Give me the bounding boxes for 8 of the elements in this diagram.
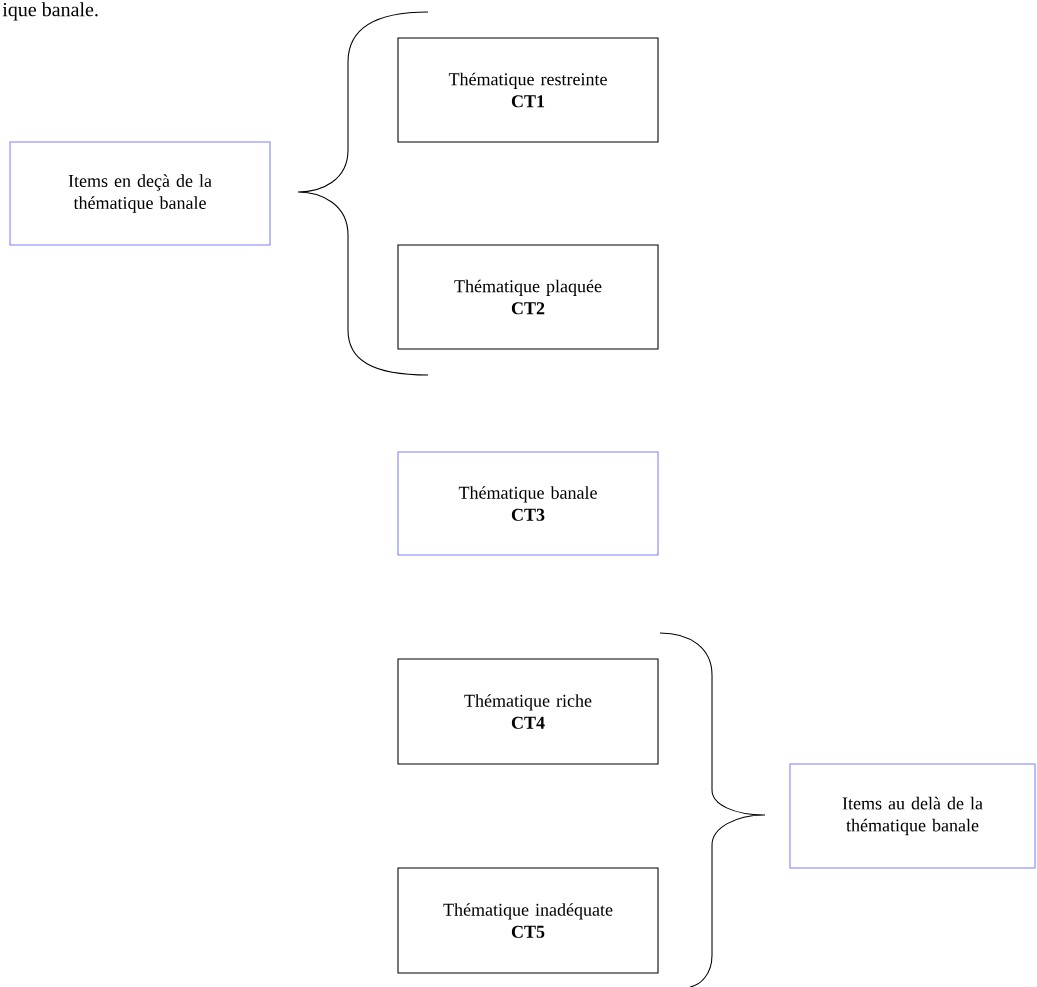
category-box: Thématique plaquée CT2 bbox=[397, 244, 659, 350]
category-box: Thématique banale CT3 bbox=[397, 451, 659, 556]
category-box: Items en deçà de la thématique banale bbox=[9, 141, 271, 246]
category-box: Thématique inadéquate CT5 bbox=[397, 867, 659, 974]
text-fragment: ique banale. bbox=[2, 2, 98, 21]
category-box: Thématique riche CT4 bbox=[397, 658, 659, 765]
category-box: Thématique restreinte CT1 bbox=[397, 37, 659, 143]
category-box: Items au delà de la thématique banale bbox=[789, 763, 1036, 869]
